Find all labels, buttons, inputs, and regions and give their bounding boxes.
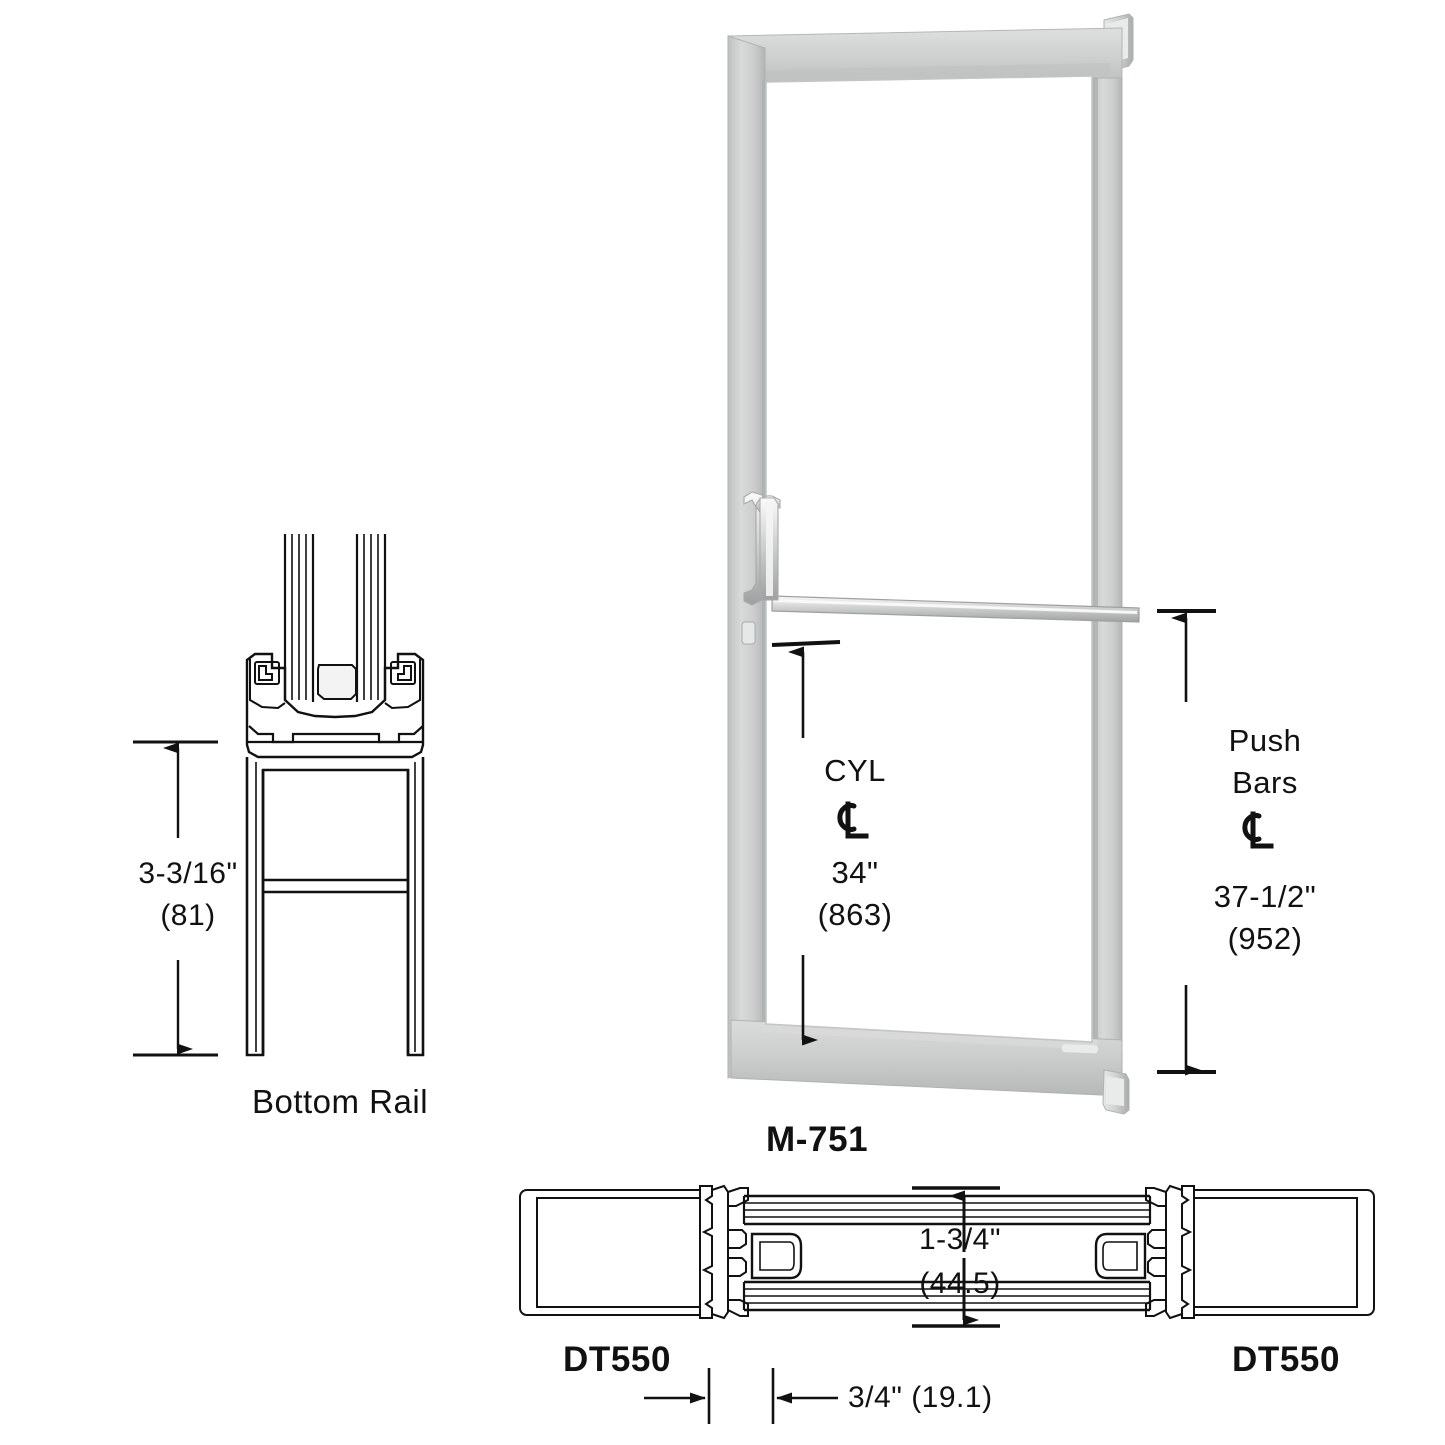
glazing-bead-left bbox=[249, 659, 286, 710]
m751-left-chamber bbox=[750, 1232, 803, 1280]
push-bars-dimension bbox=[1157, 609, 1216, 1076]
bottom-rail-section-drawing bbox=[133, 534, 425, 1057]
door-glass-lite bbox=[765, 75, 1093, 1043]
centerline-symbol-cyl bbox=[837, 801, 869, 839]
m751-center-profile bbox=[742, 1194, 1152, 1312]
centerline-symbol-push-bars bbox=[1242, 811, 1274, 849]
dt550-left-profile bbox=[519, 1184, 749, 1320]
door-leaf-inner-edge bbox=[255, 762, 416, 1052]
push-bars-dimension-metric: (952) bbox=[1227, 921, 1303, 956]
rail-center-chamber bbox=[317, 664, 357, 700]
door-leaf-outline bbox=[245, 757, 425, 1057]
section-vertical-dimension-imperial: 1-3/4" bbox=[918, 1223, 1002, 1256]
push-bars-dimension-imperial: 37-1/2" bbox=[1213, 879, 1317, 914]
m751-label: M-751 bbox=[766, 1120, 869, 1159]
cylinder-lock-escutcheon bbox=[741, 621, 756, 645]
cyl-dimension-imperial: 34" bbox=[831, 855, 879, 890]
push-bar-assembly bbox=[743, 491, 1140, 623]
bottom-pivot-pin bbox=[1102, 1069, 1130, 1115]
section-horizontal-dimension bbox=[644, 1368, 838, 1424]
section-vertical-dimension bbox=[912, 1186, 1000, 1328]
bottom-rail-dimension-metric: (81) bbox=[160, 899, 216, 932]
push-bars-label-line1: Push bbox=[1228, 723, 1302, 758]
cyl-dimension bbox=[771, 640, 841, 1046]
dt550-right-profile bbox=[1145, 1184, 1375, 1320]
bottom-rail-dimension-imperial: 3-3/16" bbox=[138, 857, 238, 890]
bottom-rail-title: Bottom Rail bbox=[251, 1083, 429, 1120]
dt550-right-label: DT550 bbox=[1232, 1340, 1341, 1379]
m751-right-chamber bbox=[1094, 1232, 1147, 1280]
push-bars-label-line2: Bars bbox=[1232, 765, 1298, 800]
section-vertical-dimension-metric: (44.5) bbox=[919, 1267, 1001, 1300]
bottom-rail-extrusion bbox=[245, 652, 425, 759]
cyl-label: CYL bbox=[824, 753, 886, 788]
door-elevation-drawing bbox=[727, 13, 1216, 1115]
section-horizontal-dimension: 3/4" (19.1) bbox=[848, 1381, 993, 1414]
dt550-left-label: DT550 bbox=[563, 1340, 672, 1379]
rail-lower-web bbox=[247, 725, 424, 744]
glazing-bead-right bbox=[384, 659, 421, 710]
cyl-dimension-metric: (863) bbox=[817, 897, 893, 932]
m751-dt550-section-drawing bbox=[519, 1184, 1375, 1424]
bottom-rail-dimension bbox=[133, 740, 218, 1057]
